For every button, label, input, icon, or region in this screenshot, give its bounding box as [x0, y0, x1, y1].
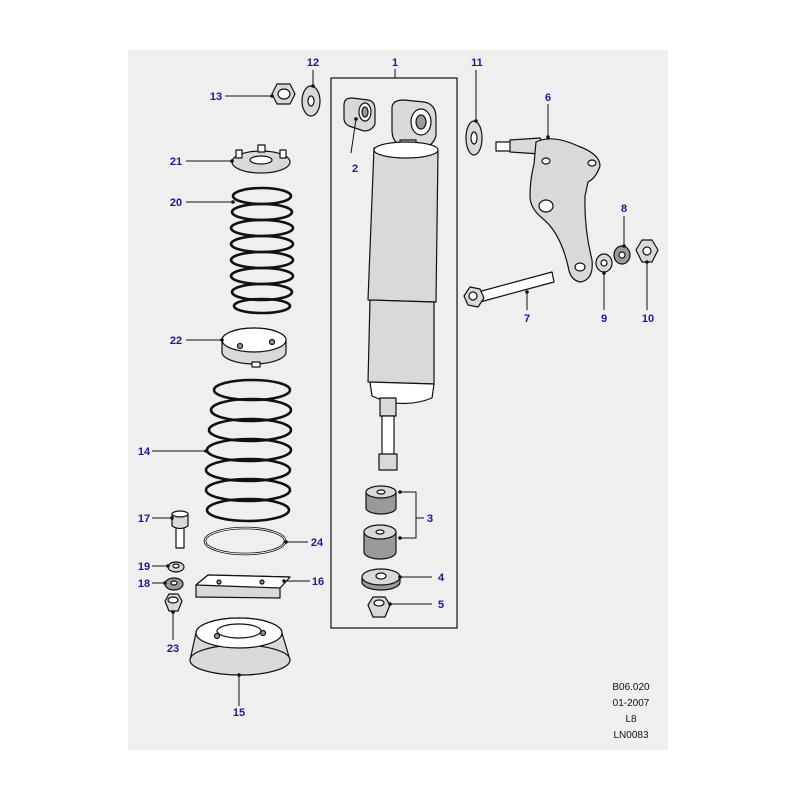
part-22-spacer-plate — [221, 327, 287, 368]
callout-20: 20 — [170, 197, 182, 209]
part-4-cup-washer — [361, 568, 401, 591]
part-23-nut — [164, 593, 183, 612]
callout-8: 8 — [621, 203, 627, 215]
part-11-washer — [465, 120, 483, 156]
part-1-shock-absorber — [367, 99, 439, 471]
part-10-nut — [635, 239, 659, 263]
part-5-nut — [367, 596, 391, 618]
callout-7: 7 — [524, 313, 530, 325]
callout-11: 11 — [471, 57, 483, 69]
callout-5: 5 — [438, 599, 444, 611]
reference-block: B06.020 01-2007 L8 LN0083 — [612, 682, 650, 741]
callout-14: 14 — [138, 446, 151, 458]
part-8-spring-washer — [613, 245, 631, 265]
part-3-rubber-bushes — [363, 485, 397, 560]
part-21-spring-seat — [231, 144, 291, 174]
shock-absorber-group-frame — [330, 77, 458, 629]
callout-13: 13 — [210, 91, 222, 103]
callout-22: 22 — [170, 335, 182, 347]
part-20-upper-spring — [229, 186, 295, 315]
part-2-bush — [343, 97, 376, 132]
part-12-washer — [301, 85, 321, 117]
part-18-spring-washer — [164, 577, 184, 591]
callout-23: 23 — [167, 643, 179, 655]
reference-code: B06.020 — [612, 682, 650, 693]
callout-21: 21 — [170, 156, 182, 168]
callout-10: 10 — [642, 313, 654, 325]
part-15-lower-spring-seat — [189, 617, 291, 676]
callout-15: 15 — [233, 707, 245, 719]
callout-1: 1 — [392, 57, 398, 69]
part-7-long-bolt — [463, 271, 555, 308]
callout-24: 24 — [311, 537, 324, 549]
callout-6: 6 — [545, 92, 551, 104]
callout-19: 19 — [138, 561, 150, 573]
part-13-nut — [271, 83, 296, 105]
part-17-bolt — [171, 510, 189, 549]
part-19-washer — [167, 561, 185, 573]
callout-3: 3 — [427, 513, 433, 525]
leader-lines — [152, 69, 649, 706]
part-6-mounting-bracket — [495, 137, 601, 283]
callout-9: 9 — [601, 313, 607, 325]
part-14-main-spring — [204, 378, 293, 523]
callout-12: 12 — [307, 57, 319, 69]
callout-labels: 1 2 3 4 5 6 7 8 9 10 11 12 13 14 15 16 1… — [138, 57, 654, 719]
reference-date: 01-2007 — [613, 698, 650, 709]
callout-4: 4 — [438, 572, 445, 584]
reference-drawing-number: LN0083 — [613, 730, 648, 741]
reference-level: L8 — [625, 714, 637, 725]
callout-17: 17 — [138, 513, 150, 525]
callout-16: 16 — [312, 576, 324, 588]
callout-2: 2 — [352, 163, 358, 175]
part-9-washer — [595, 253, 613, 273]
callout-18: 18 — [138, 578, 150, 590]
part-16-retaining-plate — [195, 574, 291, 599]
